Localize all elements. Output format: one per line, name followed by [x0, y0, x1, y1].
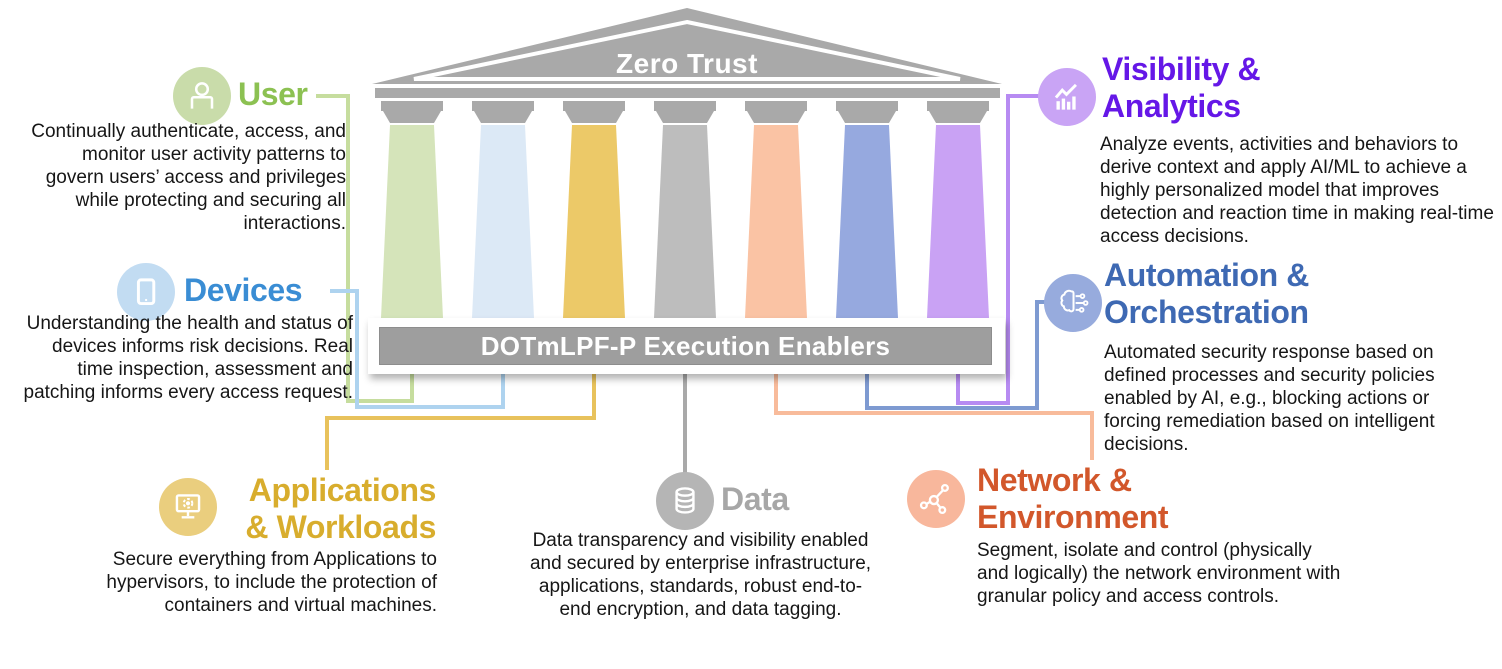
applications-description: Secure everything from Applications to h… [106, 549, 437, 616]
user-connector-line [316, 94, 414, 403]
brain-circuit-icon [1044, 274, 1102, 332]
capital-taper-data [656, 111, 714, 123]
capital-visibility-analytics [927, 101, 989, 111]
devices-connector-line [330, 289, 505, 409]
capital-network-environment [745, 101, 807, 111]
chart-icon [1038, 68, 1096, 126]
automation-connector-line [865, 300, 1048, 410]
visibility-title: Visibility & Analytics [1102, 51, 1261, 124]
pediment-inner-line [413, 19, 961, 81]
data-title: Data [721, 481, 789, 517]
applications-connector-line [325, 374, 596, 470]
person-icon [173, 67, 231, 125]
connector-lines [316, 94, 1094, 480]
network-title: Network & Environment [977, 462, 1169, 535]
execution-enablers-bar: DOTmLPF-P Execution Enablers [379, 327, 992, 365]
capital-taper-applications-workloads [565, 111, 623, 123]
pillars-group [381, 101, 989, 318]
user-description: Continually authenticate, access, and mo… [31, 121, 346, 234]
visibility-description: Analyze events, activities and behaviors… [1100, 134, 1494, 247]
capital-taper-visibility-analytics [929, 111, 987, 123]
temple-base-plinth: DOTmLPF-P Execution Enablers [368, 318, 1005, 374]
pillar-devices [472, 125, 534, 318]
automation-description: Automated security response based on def… [1104, 342, 1435, 455]
pediment-title: Zero Trust [616, 48, 758, 79]
pillar-automation-orchestration [836, 125, 898, 318]
capital-taper-user [383, 111, 441, 123]
architrave [375, 88, 1000, 98]
monitor-gear-icon [159, 478, 217, 536]
capital-taper-devices [474, 111, 532, 123]
pillar-data [654, 125, 716, 318]
network-description: Segment, isolate and control (physically… [977, 540, 1341, 607]
capital-automation-orchestration [836, 101, 898, 111]
capital-devices [472, 101, 534, 111]
tablet-icon [117, 263, 175, 321]
capital-data [654, 101, 716, 111]
network-connector-line [774, 374, 1094, 460]
pillar-user [381, 125, 443, 318]
database-icon [656, 472, 714, 530]
data-description: Data transparency and visibility enabled… [529, 530, 872, 620]
capital-applications-workloads [563, 101, 625, 111]
automation-title: Automation & Orchestration [1104, 257, 1309, 330]
pillar-visibility-analytics [927, 125, 989, 318]
capital-user [381, 101, 443, 111]
visibility-connector-line [956, 94, 1042, 405]
pediment [372, 8, 1002, 84]
pillar-network-environment [745, 125, 807, 318]
pillar-applications-workloads [563, 125, 625, 318]
capital-taper-automation-orchestration [838, 111, 896, 123]
capital-taper-network-environment [747, 111, 805, 123]
devices-title: Devices [184, 272, 303, 308]
user-title: User [238, 76, 308, 112]
applications-title: Applications & Workloads [245, 472, 436, 545]
network-nodes-icon [907, 470, 965, 528]
devices-description: Understanding the health and status of d… [23, 313, 354, 403]
